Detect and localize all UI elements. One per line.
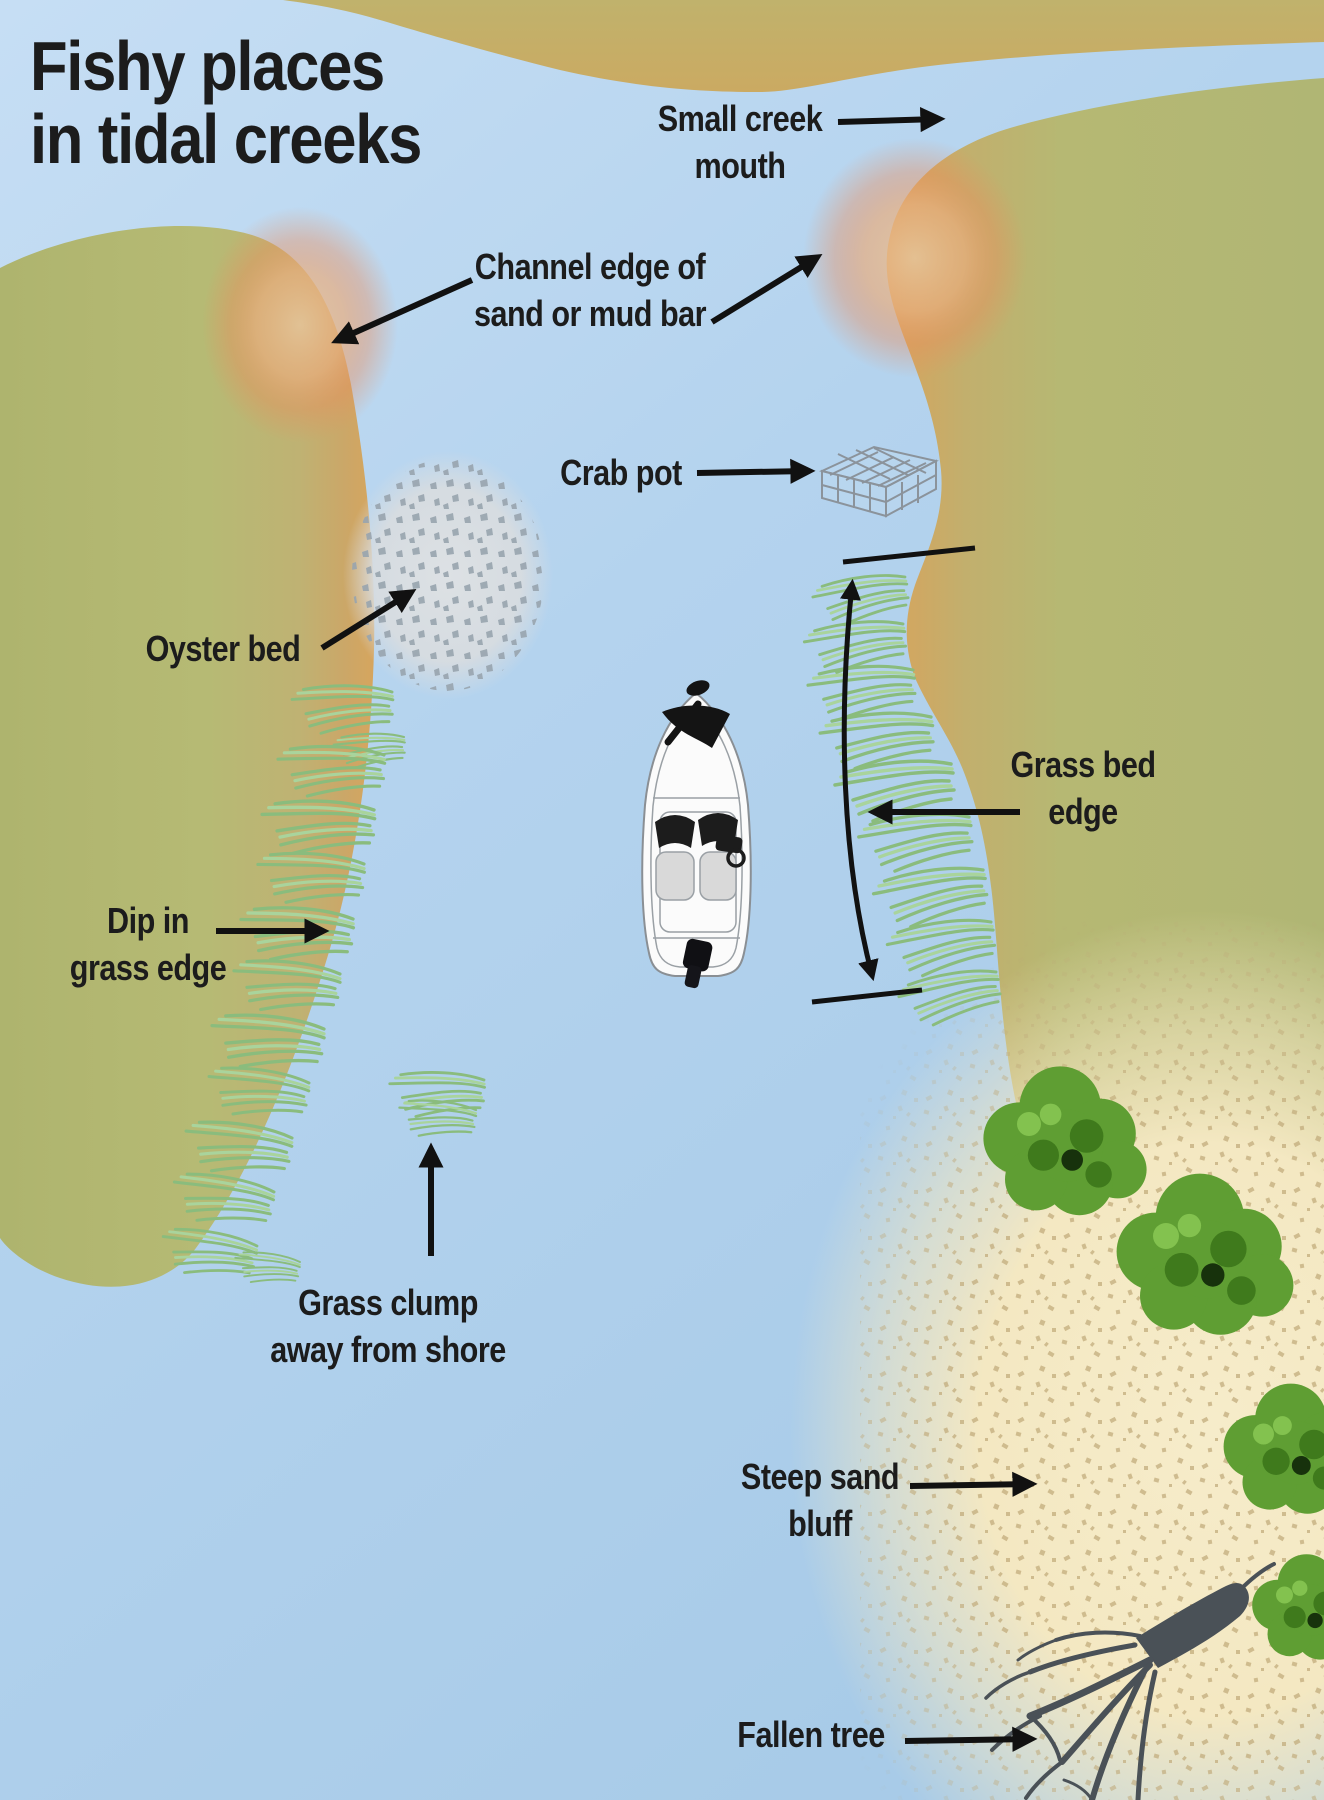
channel-edge-left-arrow-icon xyxy=(331,277,474,345)
sand-beach xyxy=(790,910,1324,1800)
upper-bank xyxy=(283,0,1324,92)
crab-pot-icon xyxy=(819,445,939,518)
annotation-arrows xyxy=(216,106,1038,1752)
boat-icon xyxy=(641,680,752,989)
small-creek-mouth-arrow-icon xyxy=(837,106,946,133)
oyster-bed-arrow-icon xyxy=(320,588,417,651)
steep-sand-bluff-arrow-icon xyxy=(909,1471,1038,1497)
channel-edge-right-arrow-icon xyxy=(710,254,823,325)
oyster-bed-icon xyxy=(343,451,553,699)
sandbar-left xyxy=(202,207,398,443)
left-land xyxy=(0,226,375,1287)
sandbar-creek-mouth xyxy=(803,138,1027,378)
grass-bed-extent-arrow-icon xyxy=(811,545,976,1005)
fallen-tree-arrow-icon xyxy=(904,1726,1038,1752)
crab-pot-arrow-icon xyxy=(696,458,816,484)
